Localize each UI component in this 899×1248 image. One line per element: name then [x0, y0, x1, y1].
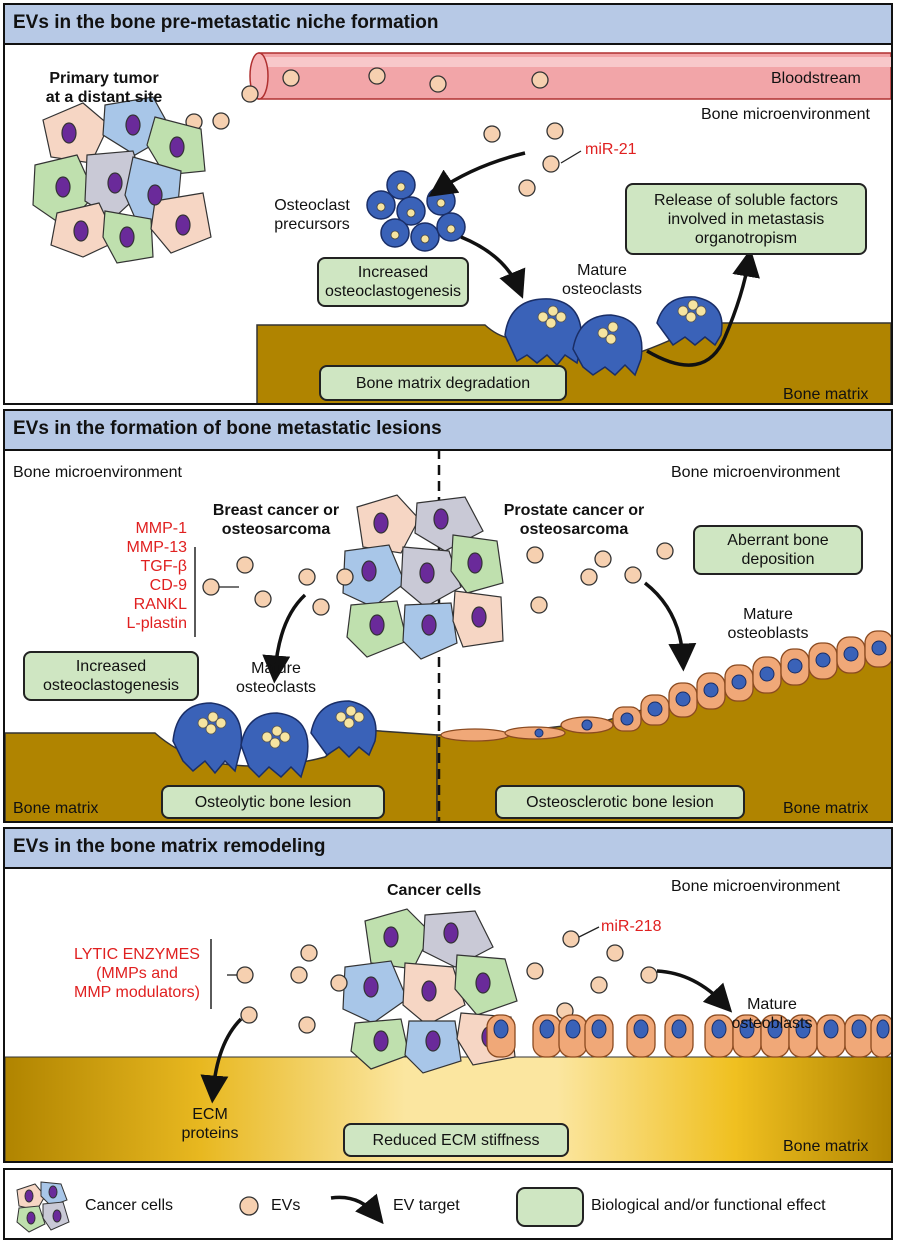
legend-arrow-icon — [330, 1193, 384, 1225]
mir21-label: miR-21 — [585, 141, 637, 158]
primary-tumor-label: Primary tumor at a distant site — [45, 70, 163, 106]
panel2-header: EVs in the formation of bone metastatic … — [5, 411, 891, 451]
arrow-to-precursors — [428, 151, 526, 197]
arrow-to-ecm — [200, 1017, 243, 1104]
panel3-tumor-cluster — [342, 908, 518, 1074]
panel-matrix-remodeling: EVs in the bone matrix remodeling Cancer… — [3, 827, 893, 1163]
bone-microenvironment-left: Bone microenvironment — [13, 464, 182, 481]
bone-matrix-left-label: Bone matrix — [13, 800, 99, 817]
panel3-title: EVs in the bone matrix remodeling — [13, 836, 326, 857]
bone-microenvironment-label-3: Bone microenvironment — [671, 878, 840, 895]
panel1-header: EVs in the bone pre-metastatic niche for… — [5, 5, 891, 45]
arrow-to-osteoblasts-3 — [656, 969, 733, 1013]
ev-particles — [185, 67, 564, 197]
release-soluble-factors-box: Release of soluble factors involved in m… — [625, 183, 867, 255]
legend-cancer-cells-icon — [16, 1181, 70, 1233]
primary-tumor-cluster — [32, 96, 212, 264]
panel3-ev-particles — [236, 930, 658, 1034]
legend-ev-icon — [239, 1196, 259, 1216]
bone-matrix-degradation-box: Bone matrix degradation — [319, 365, 567, 401]
panel-metastatic-lesions: EVs in the formation of bone metastatic … — [3, 409, 893, 823]
molecule-item: L-plastin — [126, 615, 187, 632]
arrow-to-release — [646, 248, 760, 367]
bone-microenvironment-label: Bone microenvironment — [701, 106, 870, 123]
legend-cancer-cells-label: Cancer cells — [85, 1197, 174, 1214]
legend-evs-label: EVs — [271, 1197, 301, 1214]
panel-pre-metastatic-niche: EVs in the bone pre-metastatic niche for… — [3, 3, 893, 405]
increased-osteoclastogenesis-box-2: Increased osteoclastogenesis — [23, 651, 199, 701]
arrow-to-mature — [460, 235, 526, 299]
panel3-header: EVs in the bone matrix remodeling — [5, 829, 891, 869]
bone-matrix-label: Bone matrix — [783, 386, 869, 403]
mir218-label: miR-218 — [601, 918, 662, 935]
tumor-cluster-center — [342, 494, 504, 660]
legend-icons — [16, 1181, 584, 1233]
molecule-list: MMP-1 MMP-13 TGF-β CD-9 RANKL L-plastin — [95, 519, 187, 633]
panel1-title: EVs in the bone pre-metastatic niche for… — [13, 12, 439, 33]
panel2-ev-particles — [202, 542, 674, 616]
molecule-item: MMP-1 — [135, 520, 187, 537]
molecule-item: CD-9 — [149, 577, 187, 594]
osteoclast-vesicles — [537, 299, 707, 345]
bone-matrix-right-label: Bone matrix — [783, 800, 869, 817]
panel1-illustration — [32, 52, 891, 403]
aberrant-bone-deposition-box: Aberrant bone deposition — [693, 525, 863, 575]
molecule-item: RANKL — [133, 596, 187, 613]
bloodstream-vessel — [249, 52, 891, 100]
bone-microenvironment-right: Bone microenvironment — [671, 464, 840, 481]
legend: Cancer cells EVs EV target Biological an… — [3, 1168, 893, 1240]
prostate-cancer-label: Prostate cancer or osteosarcoma — [503, 502, 645, 538]
arrow-to-osteoblasts — [643, 581, 697, 672]
arrow-to-osteoclasts — [262, 593, 307, 684]
bloodstream-label: Bloodstream — [771, 70, 861, 87]
reduced-ecm-stiffness-box: Reduced ECM stiffness — [343, 1123, 569, 1157]
breast-cancer-label: Breast cancer or osteosarcoma — [212, 502, 340, 538]
mature-osteoblasts-label: Mature osteoblasts — [727, 606, 809, 642]
mature-osteoclasts-label: Mature osteoclasts — [561, 262, 643, 298]
lytic-enzymes-label: LYTIC ENZYMES (MMPs and MMP modulators) — [74, 946, 200, 1001]
bone-matrix-label-3: Bone matrix — [783, 1138, 869, 1155]
mature-osteoclasts-label-2: Mature osteoclasts — [235, 660, 317, 696]
ecm-proteins-label: ECM proteins — [181, 1106, 239, 1142]
increased-osteoclastogenesis-box: Increased osteoclastogenesis — [317, 257, 469, 307]
osteosclerotic-lesion-box: Osteosclerotic bone lesion — [495, 785, 745, 819]
panel2-title: EVs in the formation of bone metastatic … — [13, 418, 442, 439]
legend-effect-label: Biological and/or functional effect — [591, 1197, 826, 1214]
legend-ev-target-label: EV target — [393, 1197, 460, 1214]
cancer-cells-label: Cancer cells — [387, 882, 482, 899]
mature-osteoblasts-label-3: Mature osteoblasts — [731, 996, 813, 1032]
osteoclast-precursors-label: Osteoclast precursors — [274, 197, 350, 233]
molecule-item: MMP-13 — [126, 539, 187, 556]
osteolytic-lesion-box: Osteolytic bone lesion — [161, 785, 385, 819]
legend-green-box-icon — [516, 1187, 584, 1227]
molecule-item: TGF-β — [140, 558, 187, 575]
